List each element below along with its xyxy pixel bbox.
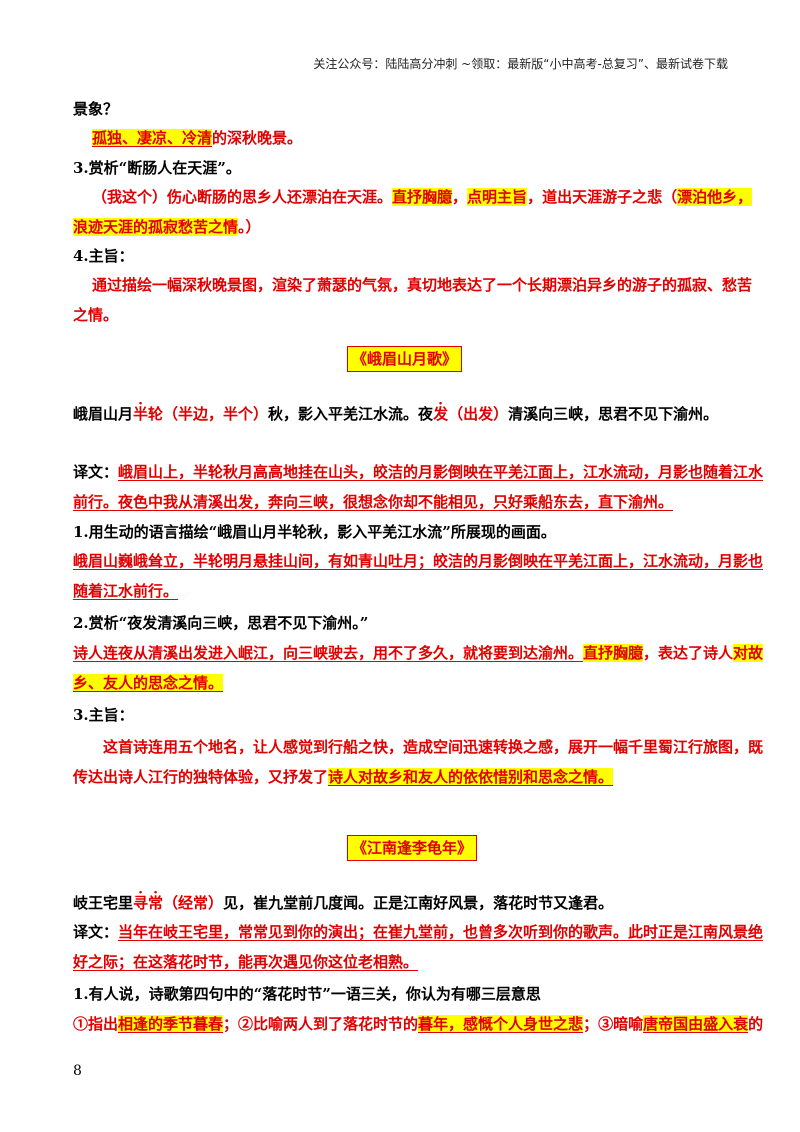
answer-1-text: 的 [748, 1015, 764, 1033]
poem-text: 清溪向三峡，思君不见下渝州。 [508, 405, 719, 423]
answer-2-text: 诗人连夜从清溪出发进入岷江，向三峡驶去，用不了多久，就将要到达渝州。 [73, 644, 584, 662]
answer-1-line-1: 峨眉山巍峨耸立，半轮明月悬挂山间，有如青山吐月；皎洁的月影倒映在平羌江面上，江水… [73, 552, 764, 570]
poem-note: 半 [133, 405, 148, 423]
answer-1-highlight: 唐帝国由盛入衰 [643, 1015, 749, 1033]
answer-2-line-1: 诗人连夜从清溪出发进入岷江，向三峡驶去，用不了多久，就将要到达渝州。直抒胸臆，表… [73, 642, 764, 664]
translation-text: 峨眉山上，半轮秋月高高地挂在山头，皎洁的月影倒映在平羌江面上，江水流动，月影也随… [118, 463, 764, 481]
answer-3-text: 传达出诗人江行的独特体验，又抒发了 [73, 768, 329, 786]
answer-3-text: ，道出天涯游子之悲（ [527, 188, 678, 206]
answer-1-text: ；③暗喻 [583, 1015, 644, 1033]
poem-note: （出发） [448, 405, 509, 423]
answer-4-line-2: 之情。 [73, 306, 119, 324]
poem-text: 峨眉山月 [73, 405, 134, 423]
answer-3-highlight: 点明主旨 [467, 188, 528, 206]
answer-3-highlight: 漂泊他乡， [677, 188, 753, 206]
answer-2-highlight: 直抒胸臆 [583, 644, 644, 662]
poem-note: （经常） [163, 894, 224, 912]
answer-2-highlight: 乡、友人的思念之情。 [73, 674, 224, 692]
answer-1: 孤独、凄凉、冷清的深秋晚景。 [92, 127, 302, 149]
answer-2-line-2: 乡、友人的思念之情。 [73, 672, 224, 694]
poem-emei: 峨眉山月半轮（半边，半个）秋，影入平羌江水流。夜发（出发）清溪向三峡，思君不见下… [73, 403, 718, 425]
answer-1-highlight: 暮年，感慨个人身世之悲 [418, 1015, 584, 1033]
poem-note: 寻 [133, 894, 148, 912]
answer-3-text: （我这个）伤心断肠的思乡人还漂泊在天涯。 [92, 188, 393, 206]
poem-title-jiangnan: 《江南逢李龟年》 [347, 835, 478, 861]
question-3: 3.主旨： [73, 706, 134, 724]
answer-3-line-1: 这首诗连用五个地名，让人感觉到行船之快，造成空间迅速转换之感，展开一幅千里蜀江行… [103, 738, 764, 756]
poem-note: 轮（半边，半个） [148, 405, 269, 423]
answer-4-line-1: 通过描绘一幅深秋晚景图，渲染了萧瑟的气氛，真切地表达了一个长期漂泊异乡的游子的孤… [92, 276, 753, 294]
answer-3-text: 。） [238, 218, 261, 236]
answer-2-text: ，表达了诗人 [643, 644, 734, 662]
question-4: 4.主旨： [73, 247, 134, 265]
answer-3-highlight: 诗人对故乡和友人的依依惜别和思念之情。 [328, 768, 614, 786]
translation-label: 译文： [73, 923, 119, 941]
answer-1-line-1: ①指出相逢的季节暮春；②比喻两人到了落花时节的暮年，感慨个人身世之悲；③暗喻唐帝… [73, 1013, 763, 1035]
poem-text: 见，崔九堂前几度闻。正是江南好风景，落花时节又逢君。 [223, 894, 614, 912]
answer-1-highlight: 相逢的季节暮春 [118, 1015, 224, 1033]
answer-1-line-2: 随着江水前行。 [73, 582, 179, 600]
question-1: 1.有人说，诗歌第四句中的“落花时节”一语三关，你认为有哪三层意思 [73, 985, 541, 1003]
translation-emei-line-2: 前行。夜色中我从清溪出发，奔向三峡，很想念你却不能相见，只好乘船东去，直下渝州。 [73, 493, 674, 511]
answer-3-highlight: 浪迹天涯的孤寂愁苦之情 [73, 218, 239, 236]
poem-text: 岐王宅里 [73, 894, 134, 912]
answer-3-line-1: （我这个）伤心断肠的思乡人还漂泊在天涯。直抒胸臆，点明主旨，道出天涯游子之悲（漂… [92, 186, 753, 208]
answer-1-text: ；②比喻两人到了落花时节的 [223, 1015, 419, 1033]
poem-note: 发 [433, 405, 448, 423]
answer-3-highlight: 直抒胸臆 [392, 188, 453, 206]
answer-3-text: ， [452, 188, 468, 206]
poem-title-emei: 《峨眉山月歌》 [347, 346, 463, 372]
answer-3-line-2: 传达出诗人江行的独特体验，又抒发了诗人对故乡和友人的依依惜别和思念之情。 [73, 766, 614, 788]
poem-jiangnan: 岐王宅里寻常（经常）见，崔九堂前几度闻。正是江南好风景，落花时节又逢君。 [73, 892, 613, 914]
question-tail: 景象？ [73, 100, 119, 118]
page-header: 关注公众号：陆陆高分冲刺 ~领取：最新版“小中高考-总复习”、最新试卷下载 [313, 57, 728, 71]
translation-text: 当年在岐王宅里，常常见到你的演出；在崔九堂前，也曾多次听到你的歌声。此时正是江南… [118, 923, 764, 941]
translation-jiangnan-line-2: 好之际；在这落花时节，能再次遇见你这位老相熟。 [73, 953, 419, 971]
page-number: 8 [73, 1063, 82, 1079]
answer-1-rest: 的深秋晚景。 [212, 129, 303, 147]
translation-label: 译文： [73, 463, 119, 481]
translation-jiangnan-line-1: 译文：当年在岐王宅里，常常见到你的演出；在崔九堂前，也曾多次听到你的歌声。此时正… [73, 921, 763, 943]
question-3: 3.赏析“断肠人在天涯”。 [73, 159, 241, 177]
question-1: 1.用生动的语言描绘“峨眉山月半轮秋，影入平羌江水流”所展现的画面。 [73, 523, 556, 541]
answer-2-highlight: 对故 [733, 644, 764, 662]
translation-emei-line-1: 译文：峨眉山上，半轮秋月高高地挂在山头，皎洁的月影倒映在平羌江面上，江水流动，月… [73, 461, 763, 483]
answer-1-text: ①指出 [73, 1015, 119, 1033]
question-2: 2.赏析“夜发清溪向三峡，思君不见下渝州。” [73, 614, 369, 632]
answer-3-line-2: 浪迹天涯的孤寂愁苦之情。） [73, 216, 261, 238]
poem-text: 秋，影入平羌江水流。夜 [268, 405, 434, 423]
poem-note: 常 [148, 894, 163, 912]
answer-1-highlight: 孤独、凄凉、冷清 [92, 129, 213, 147]
